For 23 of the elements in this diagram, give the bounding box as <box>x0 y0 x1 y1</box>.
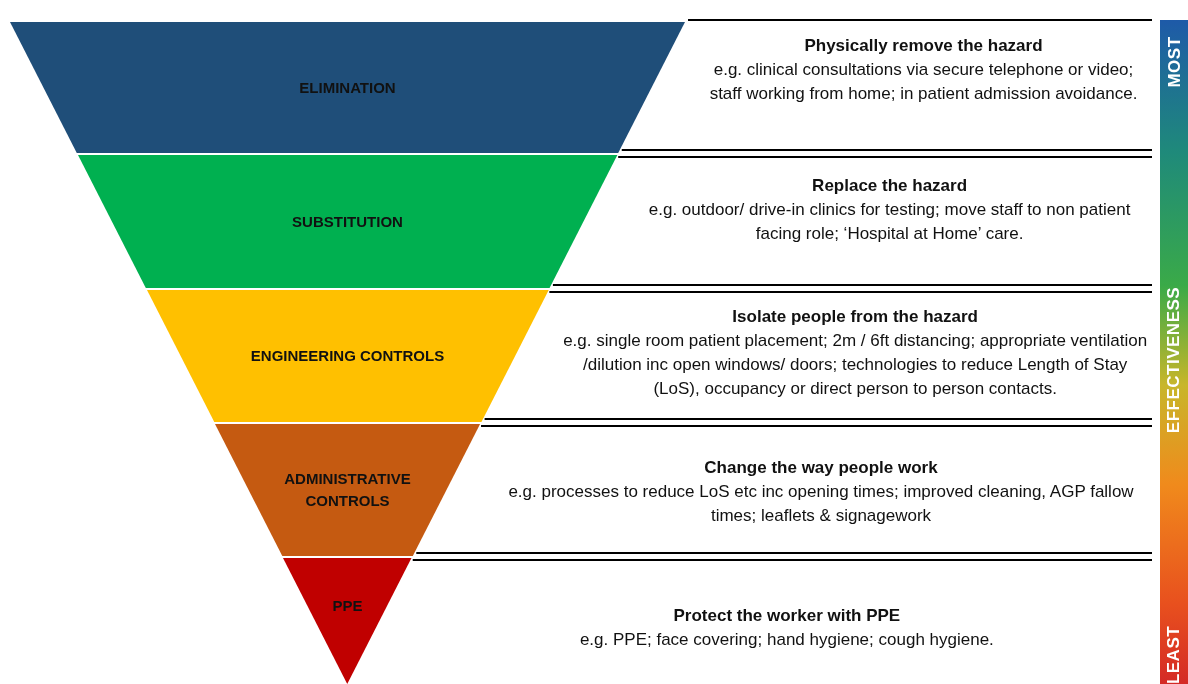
hierarchy-band <box>146 290 549 422</box>
description-text: e.g. single room patient placement; 2m / 6ft distancing; appropriate ventilation /dilution inc open windows/ doors; technologies to reduce Length of Stay (LoS), occupancy or direct person to person contacts. <box>562 330 1149 400</box>
description-text: e.g. processes to reduce LoS etc inc opening times; improved cleaning, AGP fallow times; leaflets & signagework <box>507 481 1135 527</box>
description-text: e.g. PPE; face covering; hand hygiene; cough hygiene. <box>578 629 995 651</box>
description-heading: Replace the hazard <box>811 175 969 197</box>
hierarchy-band <box>283 558 412 684</box>
band-label: ELIMINATION <box>298 77 397 98</box>
hierarchy-band <box>77 155 618 288</box>
scale-label: EFFECTIVENESS <box>1164 286 1185 434</box>
band-label: ENGINEERING CONTROLS <box>249 346 446 366</box>
description-heading: Physically remove the hazard <box>803 35 1044 57</box>
description-heading: Change the way people work <box>703 457 939 479</box>
description-heading: Isolate people from the hazard <box>731 306 979 328</box>
hierarchy-band <box>10 22 685 153</box>
scale-label: LEAST <box>1164 625 1185 684</box>
hierarchy-band <box>214 424 481 556</box>
scale-label: MOST <box>1164 36 1185 88</box>
description-text: e.g. clinical consultations via secure telephone or video; staff working from home; in patient admission avoidance. <box>708 59 1139 105</box>
band-label: SUBSTITUTION <box>291 211 404 232</box>
description-heading: Protect the worker with PPE <box>672 605 902 627</box>
description-text: e.g. outdoor/ drive-in clinics for testing; move staff to non patient facing role; ‘Hospital at Home’ care. <box>647 199 1132 245</box>
band-label: ADMINISTRATIVE CONTROLS <box>283 469 412 511</box>
band-label: PPE <box>331 595 364 616</box>
